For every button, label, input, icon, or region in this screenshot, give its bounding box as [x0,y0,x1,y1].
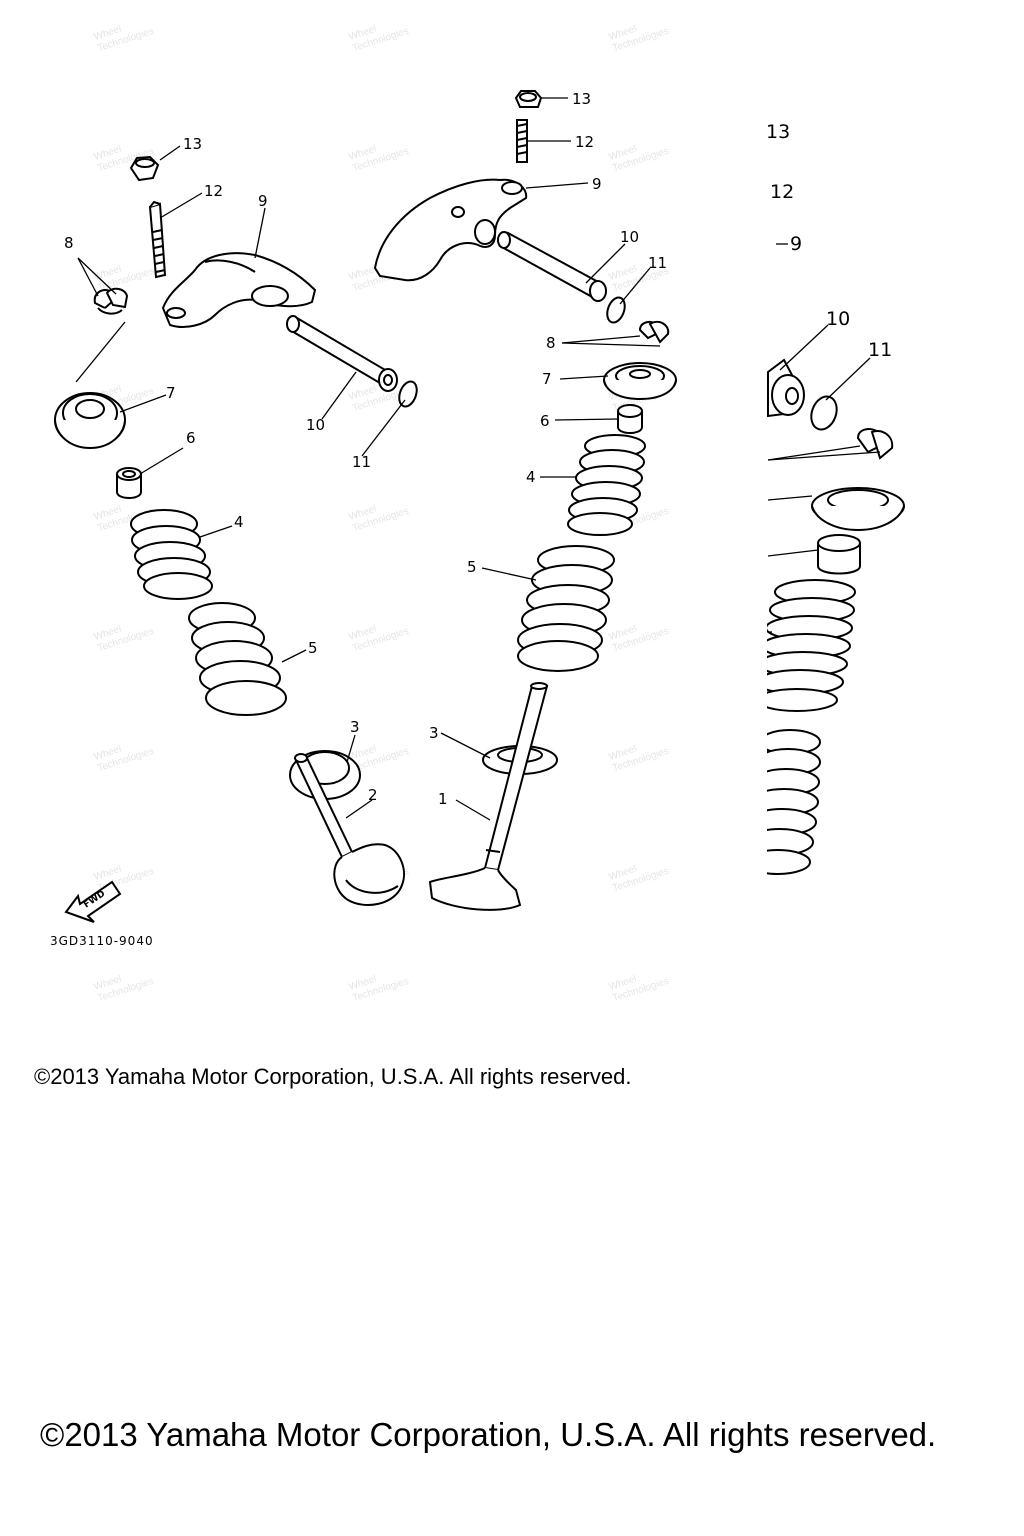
callout-9-left: 9 [258,192,268,210]
callout-12-left: 12 [204,182,223,200]
left-o-ring-11 [398,380,418,408]
callout-5-left: 5 [308,639,318,657]
center-locknut-13 [514,90,543,108]
drawing-number: 3GD3110-9040 [50,934,154,948]
callout-13-left: 13 [183,135,202,153]
callout-12-center: 12 [575,133,594,151]
left-valve-cotters-8 [93,287,129,315]
center-adjusting-screw-12 [516,119,528,163]
forward-arrow-icon: FWD [64,880,122,923]
center-stem-seal-6 [617,404,643,434]
left-rocker-shaft-10 [286,315,398,392]
callout-5-center: 5 [467,558,477,576]
left-locknut-13 [129,155,160,182]
callout-10-right: 10 [826,308,850,330]
callout-6-center: 6 [540,412,550,430]
callout-6-left: 6 [186,429,196,447]
callout-3-center: 3 [429,724,439,742]
callout-11-left: 11 [352,453,371,471]
center-valve-cotters-8 [638,320,670,344]
callout-11-right: 11 [868,339,892,361]
callout-3-left: 3 [350,718,360,736]
callout-13-right: 13 [766,121,790,143]
exhaust-valve-1 [428,682,549,911]
intake-valve-2 [294,753,405,906]
left-spring-retainer-7 [54,392,126,450]
callout-7-center: 7 [542,370,552,388]
left-adjusting-screw-12 [148,200,167,279]
left-rocker-arm-9 [161,252,317,328]
callout-8-left: 8 [64,234,74,252]
callout-12-right: 12 [770,181,794,203]
left-inner-spring-4 [130,509,213,600]
callout-2: 2 [368,786,378,804]
center-inner-spring-4 [567,434,646,536]
leader-lines [75,97,881,821]
callout-10-left: 10 [306,416,325,434]
right-partial-assembly [700,330,905,910]
right-inner-spring-4 [756,579,856,712]
left-outer-spring-5 [188,602,287,716]
center-spring-retainer-7 [603,362,677,401]
center-rocker-arm-9 [373,178,528,282]
callout-4-left: 4 [234,513,244,531]
right-valve-cotters-8 [856,428,894,460]
right-spring-retainer-7 [811,487,905,532]
callout-8-center: 8 [546,334,556,352]
callout-4-center: 4 [526,468,536,486]
center-outer-spring-5 [517,545,615,672]
center-rocker-shaft-10 [497,231,607,302]
callout-10-center: 10 [620,228,639,246]
callout-11-center: 11 [648,254,667,272]
callout-9-center: 9 [592,175,602,193]
right-rocker-shaft-10 [767,358,805,418]
callout-9-right: 9 [790,233,802,255]
callout-13-center: 13 [572,90,591,108]
right-stem-seal-6 [817,534,861,575]
copyright-notice-small: ©2013 Yamaha Motor Corporation, U.S.A. A… [34,1064,632,1089]
right-o-ring-11 [810,395,838,431]
left-stem-seal-6 [116,467,142,499]
callout-1: 1 [438,790,448,808]
callout-7-left: 7 [166,384,176,402]
copyright-notice-large: ©2013 Yamaha Motor Corporation, U.S.A. A… [40,1416,937,1453]
